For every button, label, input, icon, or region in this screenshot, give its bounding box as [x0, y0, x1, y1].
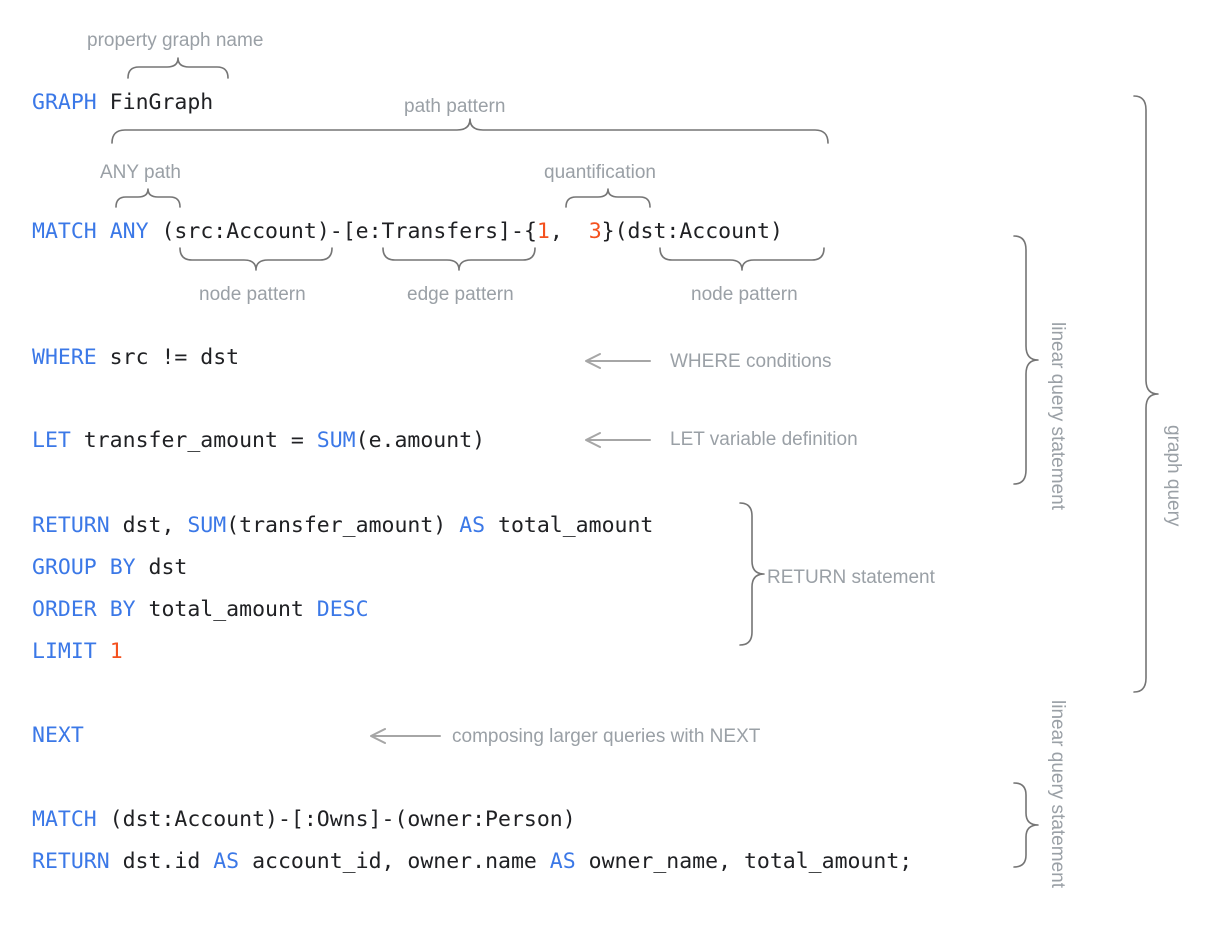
label-quantification: quantification: [544, 162, 656, 183]
code-line-match-2: MATCH (dst:Account)-[:Owns]-(owner:Perso…: [32, 809, 576, 831]
keyword-group: GROUP: [32, 555, 97, 580]
code-line-group-by: GROUP BY dst: [32, 557, 187, 579]
keyword-by: BY: [109, 555, 136, 580]
function-sum: SUM: [316, 428, 356, 453]
code-line-return-2: RETURN dst.id AS account_id, owner.name …: [32, 851, 912, 873]
label-return-statement: RETURN statement: [767, 567, 935, 588]
quant-close-brace: }: [601, 219, 615, 244]
return-sum-arg: (transfer_amount): [226, 513, 460, 538]
dash-1: -: [329, 219, 343, 244]
node-pattern-src: (src:Account): [161, 219, 330, 244]
arrow-let-variable-definition: [585, 432, 651, 448]
keyword-as: AS: [459, 513, 486, 538]
label-node-pattern-1: node pattern: [199, 284, 306, 305]
brace-quantification: [565, 188, 651, 208]
dash-2: -: [511, 219, 524, 244]
code-line-next: NEXT: [32, 725, 84, 747]
keyword-return: RETURN: [32, 849, 110, 874]
match-2-pattern: (dst:Account)-[:Owns]-(owner:Person): [96, 807, 576, 832]
quant-separator: ,: [549, 219, 589, 244]
edge-pattern-transfers: [e:Transfers]: [342, 219, 511, 244]
order-by-key: total_amount: [135, 597, 317, 622]
keyword-desc: DESC: [316, 597, 369, 622]
label-where-conditions: WHERE conditions: [670, 351, 832, 372]
label-linear-query-statement-2: linear query statement: [1047, 700, 1068, 888]
code-line-graph: GRAPH FinGraph: [32, 92, 213, 114]
label-graph-query: graph query: [1163, 425, 1184, 527]
keyword-by: BY: [109, 597, 136, 622]
keyword-where: WHERE: [32, 345, 97, 370]
brace-node-pattern-1: [179, 247, 333, 271]
quant-open-brace: {: [523, 219, 537, 244]
brace-property-graph-name: [127, 57, 229, 79]
arrow-where-conditions: [585, 353, 651, 369]
group-by-key: dst: [135, 555, 188, 580]
code-line-order-by: ORDER BY total_amount DESC: [32, 599, 369, 621]
keyword-return: RETURN: [32, 513, 110, 538]
keyword-let: LET: [32, 428, 71, 453]
code-line-return-1: RETURN dst, SUM(transfer_amount) AS tota…: [32, 515, 653, 537]
keyword-match: MATCH: [32, 219, 97, 244]
keyword-limit: LIMIT: [32, 639, 97, 664]
label-node-pattern-2: node pattern: [691, 284, 798, 305]
graph-name-fingraph: FinGraph: [96, 90, 214, 115]
return-2-item-3: owner_name, total_amount;: [575, 849, 913, 874]
code-line-let: LET transfer_amount = SUM(e.amount): [32, 430, 485, 452]
keyword-as: AS: [549, 849, 576, 874]
node-pattern-dst: (dst:Account): [614, 219, 783, 244]
brace-graph-query: [1133, 95, 1159, 693]
limit-value: 1: [109, 639, 123, 664]
label-composing-with-next: composing larger queries with NEXT: [452, 726, 761, 747]
brace-path-pattern: [111, 118, 829, 144]
keyword-match: MATCH: [32, 807, 97, 832]
code-line-match: MATCH ANY (src:Account)-[e:Transfers]-{1…: [32, 221, 783, 243]
function-sum: SUM: [187, 513, 227, 538]
label-property-graph-name: property graph name: [87, 30, 264, 51]
where-expression: src != dst: [96, 345, 240, 370]
return-2-item-2: account_id, owner.name: [239, 849, 550, 874]
label-any-path: ANY path: [100, 162, 181, 183]
keyword-as: AS: [213, 849, 240, 874]
keyword-next: NEXT: [32, 723, 84, 748]
code-line-where: WHERE src != dst: [32, 347, 239, 369]
brace-any-path: [115, 188, 181, 208]
keyword-any: ANY: [109, 219, 149, 244]
brace-edge-pattern: [382, 247, 536, 271]
code-line-limit: LIMIT 1: [32, 641, 123, 663]
label-let-variable-definition: LET variable definition: [670, 429, 858, 450]
brace-node-pattern-2: [659, 247, 825, 271]
label-edge-pattern: edge pattern: [407, 284, 514, 305]
brace-linear-query-statement-1: [1013, 235, 1039, 485]
quant-min: 1: [536, 219, 550, 244]
keyword-order: ORDER: [32, 597, 97, 622]
arrow-composing-with-next: [370, 728, 441, 744]
quant-max: 3: [588, 219, 602, 244]
label-linear-query-statement-1: linear query statement: [1047, 322, 1068, 510]
let-argument: (e.amount): [355, 428, 486, 453]
let-variable: transfer_amount =: [70, 428, 317, 453]
return-2-item-1: dst.id: [109, 849, 214, 874]
return-item-dst: dst,: [109, 513, 188, 538]
brace-return-statement: [739, 502, 765, 646]
label-path-pattern: path pattern: [404, 96, 506, 117]
keyword-graph: GRAPH: [32, 90, 97, 115]
return-alias-total-amount: total_amount: [485, 513, 654, 538]
brace-linear-query-statement-2: [1013, 782, 1039, 868]
